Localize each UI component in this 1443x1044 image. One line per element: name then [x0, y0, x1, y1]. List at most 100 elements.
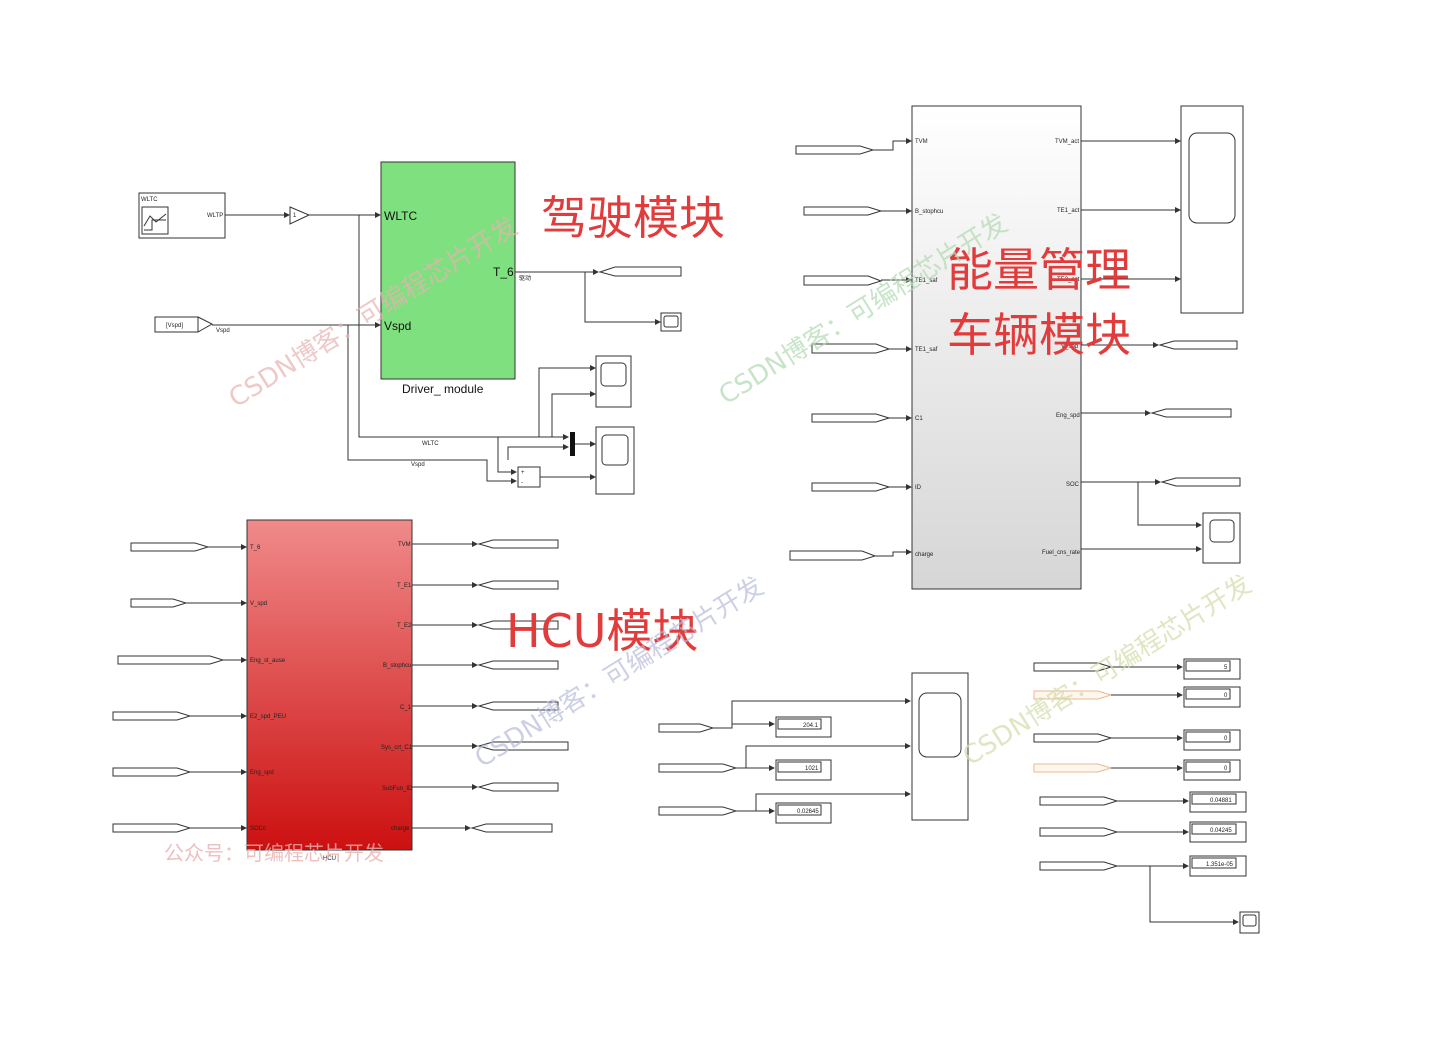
display-in-tag[interactable]	[658, 723, 715, 733]
display-value: 0	[1224, 693, 1228, 699]
display-in-tag[interactable]	[1033, 733, 1113, 743]
mux-block[interactable]	[570, 432, 575, 456]
vehicle-in-tag-7[interactable]	[789, 550, 877, 561]
display-in-tag[interactable]	[1039, 796, 1119, 806]
vspd-goto-tag[interactable]	[1158, 340, 1238, 350]
vehicle-in-tag-1[interactable]	[795, 145, 875, 155]
gain-value: 1	[293, 213, 297, 219]
vehicle-in-tag-6[interactable]	[811, 482, 891, 492]
hcu-out-port: Sys_crt_C1	[381, 745, 413, 751]
vehicle-section: TVM B_stophcu TE1_saf TE1_saf C1 ID char…	[789, 105, 1244, 590]
vehicle-in-tag-2[interactable]	[803, 206, 883, 216]
vehicle-in-port: TE1_saf	[915, 347, 938, 353]
hcu-out-tag[interactable]	[477, 620, 559, 630]
hcu-out-tag[interactable]	[477, 539, 559, 549]
scope-icon	[663, 315, 679, 328]
display-value: 0.04881	[1210, 798, 1232, 804]
hcu-out-tag[interactable]	[477, 660, 559, 670]
wltc-source-label: WLTC	[141, 197, 158, 203]
hcu-in-tag[interactable]	[130, 598, 188, 608]
vehicle-out-port: TE1_act	[1057, 208, 1080, 214]
vehicle-in-port: TVM	[915, 139, 928, 145]
vehicle-in-port: charge	[915, 552, 934, 558]
driver-module-name: Driver_ module	[402, 382, 484, 396]
hcu-out-tag[interactable]	[477, 741, 569, 751]
scope-icon	[1188, 132, 1236, 224]
hcu-out-port: SubFun_ID	[382, 786, 413, 792]
hcu-out-tag[interactable]	[477, 782, 559, 792]
vehicle-out-port: Fuel_cns_rate	[1042, 550, 1081, 556]
hcu-block[interactable]	[246, 519, 413, 851]
left-displays: 204.1 1021 0.02645	[658, 672, 969, 824]
hcu-in-port: V_spd	[250, 601, 267, 607]
hcu-out-tag[interactable]	[470, 823, 553, 833]
hcu-in-port: T_6	[250, 545, 261, 551]
hcu-out-port: C_1	[400, 705, 412, 711]
vspd-from-tag[interactable]	[154, 316, 199, 333]
hcu-out-tag[interactable]	[477, 701, 559, 711]
driver-out-t6: T_6	[493, 265, 514, 279]
hcu-section: HCU T_6 V_spd Eng_st_ause E2_spd_PEU Eng…	[112, 519, 569, 862]
scope-icon	[1242, 914, 1257, 927]
hcu-in-port: Eng_st_ause	[250, 658, 286, 664]
vehicle-in-tag-4[interactable]	[811, 343, 891, 354]
energy-title-line2: 车辆模块	[947, 308, 1131, 362]
driver-out-signal: 驱动	[519, 275, 531, 282]
hcu-name: HCU	[323, 856, 336, 862]
vehicle-out-port: TVM_act	[1055, 139, 1079, 145]
display-value: 0	[1224, 736, 1228, 742]
hcu-out-port: T_E2	[397, 623, 412, 629]
hcu-out-port: charge	[391, 826, 410, 832]
hcu-in-port: Eng_spd	[250, 770, 274, 776]
sum-minus: -	[521, 480, 523, 486]
display-value: 0.02645	[797, 809, 819, 815]
hcu-in-tag[interactable]	[112, 711, 192, 721]
driver-section-title: 驾驶模块	[541, 191, 725, 245]
engspd-goto-tag[interactable]	[1150, 408, 1232, 418]
hcu-in-port: E2_spd_PEU	[250, 714, 286, 720]
display-in-tag[interactable]	[1039, 827, 1119, 837]
display-in-tag[interactable]	[1033, 662, 1113, 672]
vspd-wire-label: Vspd	[411, 462, 425, 468]
display-in-tag[interactable]	[1033, 690, 1113, 700]
driver-in-wltc: WLTC	[384, 209, 417, 223]
vehicle-out-port: SOC	[1066, 482, 1080, 488]
signal-waveform-icon	[143, 213, 167, 231]
vehicle-in-port: B_stophcu	[915, 209, 943, 215]
scope-icon	[600, 362, 627, 387]
driver-in-vspd: Vspd	[384, 319, 411, 333]
vehicle-in-tag-3[interactable]	[803, 275, 883, 286]
hcu-in-tag[interactable]	[112, 823, 192, 833]
watermark-public: 公众号：可编程芯片开发	[164, 841, 384, 865]
display-in-tag[interactable]	[1033, 763, 1113, 773]
hcu-out-port: T_E1	[397, 583, 412, 589]
sum-plus: +	[521, 470, 525, 476]
hcu-section-title: HCU模块	[506, 604, 698, 658]
scope-icon	[918, 692, 962, 758]
vehicle-module-block[interactable]	[911, 105, 1082, 590]
vehicle-in-tag-5[interactable]	[811, 413, 891, 423]
hcu-in-tag[interactable]	[112, 767, 192, 777]
driver-module-block[interactable]	[380, 161, 516, 380]
hcu-in-tag[interactable]	[130, 542, 210, 552]
gain-block[interactable]	[289, 206, 311, 225]
display-in-tag[interactable]	[1039, 861, 1119, 871]
hcu-in-tag[interactable]	[117, 655, 225, 665]
vspd-from-label: [Vspd]	[166, 323, 183, 329]
display-in-tag[interactable]	[658, 763, 738, 773]
display-value: 1021	[805, 766, 819, 772]
soc-goto-tag[interactable]	[1160, 477, 1241, 487]
display-value: 204.1	[803, 723, 819, 729]
watermark: CSDN博客：可编程芯片开发	[470, 571, 769, 774]
display-value: 0	[1224, 766, 1228, 772]
vehicle-in-port: C1	[915, 416, 923, 422]
vehicle-out-port: TE2_act	[1057, 277, 1080, 283]
display-value: 1.351e-05	[1206, 862, 1234, 868]
vehicle-in-port: TE1_saf	[915, 278, 938, 284]
hcu-out-tag[interactable]	[477, 580, 559, 590]
display-value: 5	[1224, 665, 1228, 671]
energy-title-line1: 能量管理	[947, 243, 1131, 297]
t6-goto-tag[interactable]	[598, 266, 682, 277]
display-in-tag[interactable]	[658, 806, 738, 816]
